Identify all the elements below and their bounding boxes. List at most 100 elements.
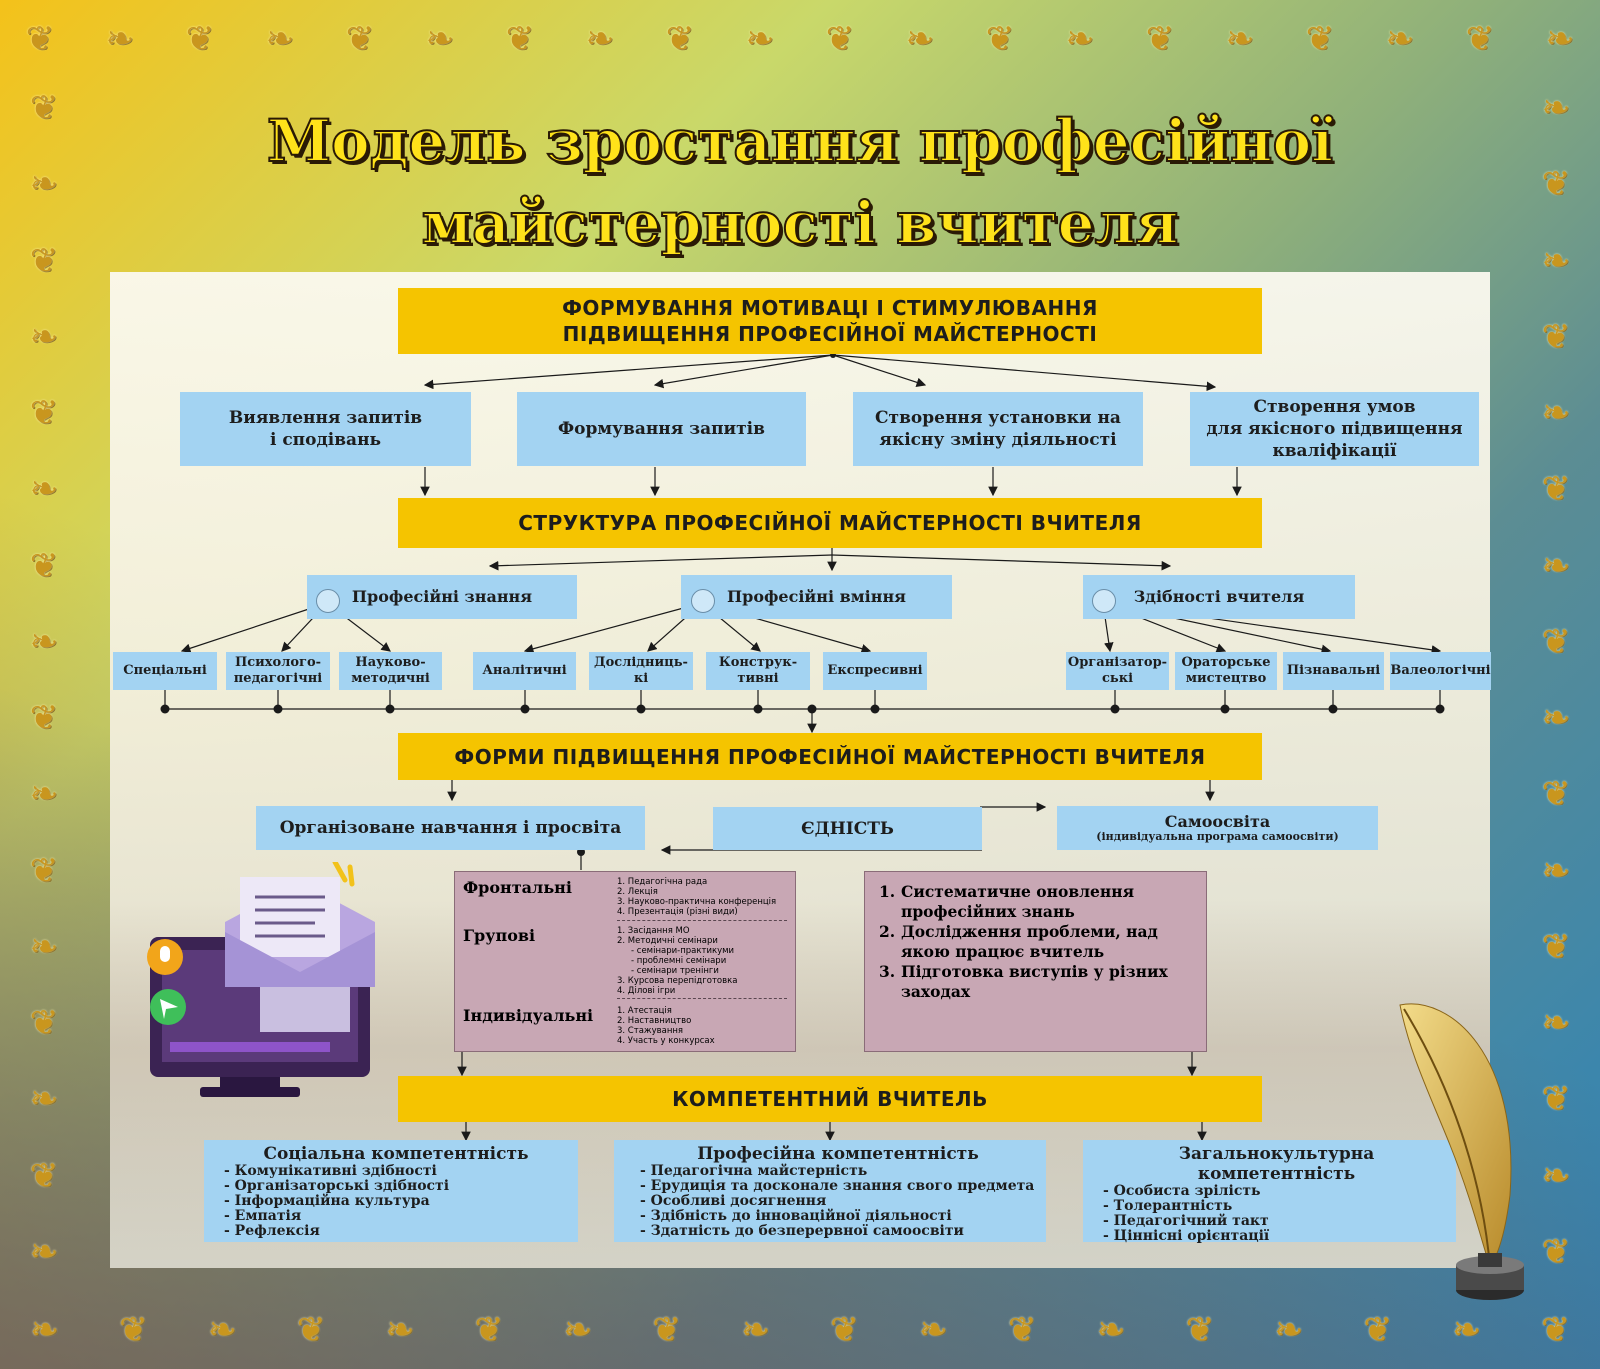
group-item: - семінари тренінги xyxy=(631,966,719,976)
ornament-leaf-icon: ❦ xyxy=(29,850,59,891)
competence-item: - Педагогічна майстерність xyxy=(640,1163,868,1179)
motivation-item: Створення умов для якісного підвищення к… xyxy=(1190,392,1479,466)
ornament-leaf-icon: ❦ xyxy=(985,19,1015,59)
motivation-item-line: для якісного підвищення xyxy=(1206,419,1463,439)
structure-group-label: Здібності вчителя xyxy=(1133,587,1305,606)
competent-teacher-box: КОМПЕТЕНТНИЙ ВЧИТЕЛЬ xyxy=(398,1076,1262,1122)
ornament-leaf-icon: ❧ xyxy=(1065,19,1095,59)
structure-item-line: Експресивні xyxy=(827,663,923,678)
self-list-item: 1. Систематичне оновлення професійних зн… xyxy=(879,882,1192,922)
structure-item: Організатор- ські xyxy=(1066,652,1169,690)
structure-item-line: педагогічні xyxy=(233,671,323,686)
ornament-leaf-icon: ❧ xyxy=(1541,698,1571,739)
group-item: - проблемні семінари xyxy=(631,956,727,966)
structure-item-line: ські xyxy=(1101,671,1134,686)
self-list-line: професійних знань xyxy=(901,902,1075,921)
ornament-leaf-icon: ❦ xyxy=(29,240,59,281)
ornament-border-left: ❦❧❦❧❦❧❦❧❦❧❦❧❦❧❦❧ xyxy=(14,70,74,1290)
structure-item-line: Валеологічні xyxy=(1390,663,1491,678)
page-title: Модель зростання професійної майстерност… xyxy=(180,100,1420,264)
self-list-line: Систематичне оновлення xyxy=(901,882,1135,901)
ornament-leaf-icon: ❦ xyxy=(1145,19,1175,59)
group-item: 1. Засідання МО xyxy=(617,926,690,936)
ornament-leaf-icon: ❧ xyxy=(1541,545,1571,586)
motivation-item-line: якісну зміну діяльності xyxy=(879,430,1117,450)
self-list-line: Дослідження проблеми, над xyxy=(901,922,1158,941)
competence-item: - Рефлексія xyxy=(224,1223,320,1239)
ornament-border-bottom: ❧❦❧❦❧❦❧❦❧❦❧❦❧❦❧❦❧❦ xyxy=(0,1295,1600,1365)
ornament-leaf-icon: ❧ xyxy=(105,19,135,59)
ornament-leaf-icon: ❦ xyxy=(29,1155,59,1196)
ornament-leaf-icon: ❦ xyxy=(1541,621,1571,662)
ornament-leaf-icon: ❧ xyxy=(1385,19,1415,59)
competent-teacher-title: КОМПЕТЕНТНИЙ ВЧИТЕЛЬ xyxy=(672,1087,988,1111)
individual-item: 4. Участь у конкурсах xyxy=(617,1036,715,1046)
structure-title: СТРУКТУРА ПРОФЕСІЙНОЇ МАЙСТЕРНОСТІ ВЧИТЕ… xyxy=(518,511,1142,535)
self-list-num: 2. xyxy=(879,922,896,941)
ornament-leaf-icon: ❦ xyxy=(345,19,375,59)
ornament-leaf-icon: ❧ xyxy=(1541,1003,1571,1044)
motivation-item: Виявлення запитів і сподівань xyxy=(180,392,471,466)
motivation-line-2: ПІДВИЩЕННЯ ПРОФЕСІЙНОЇ МАЙСТЕРНОСТІ xyxy=(562,322,1098,346)
structure-item: Науково- методичні xyxy=(339,652,442,690)
ornament-leaf-icon: ❧ xyxy=(29,774,59,815)
structure-item-line: Організатор- xyxy=(1067,655,1168,670)
competence-item: - Толерантність xyxy=(1103,1198,1233,1214)
ornament-leaf-icon: ❧ xyxy=(29,164,59,205)
individual-item: 1. Атестація xyxy=(617,1006,672,1016)
ornament-leaf-icon: ❦ xyxy=(665,19,695,59)
ornament-leaf-icon: ❦ xyxy=(830,1310,859,1350)
self-list-text: Підготовка виступів у різних заходах xyxy=(901,962,1168,1002)
competence-item: - Емпатія xyxy=(224,1208,302,1224)
self-education-box: Самоосвіта (індивідуальна програма самоо… xyxy=(1057,806,1378,850)
structure-group: Професійні вміння xyxy=(681,575,952,619)
ornament-leaf-icon: ❧ xyxy=(385,1310,415,1350)
organized-learning-box: Організоване навчання і просвіта xyxy=(256,806,645,850)
ornament-leaf-icon: ❦ xyxy=(1305,19,1335,59)
ornament-leaf-icon: ❦ xyxy=(1363,1310,1392,1350)
social-competence-title: Соціальна компетентність xyxy=(263,1144,529,1164)
ornament-leaf-icon: ❦ xyxy=(29,545,59,586)
ornament-leaf-icon: ❦ xyxy=(1541,316,1571,357)
computer-mail-icon xyxy=(147,862,375,1097)
ornament-leaf-icon: ❧ xyxy=(29,1079,59,1120)
self-list-line: Підготовка виступів у різних xyxy=(901,962,1168,981)
ornament-leaf-icon: ❧ xyxy=(741,1310,770,1350)
competence-item: - Інформаційна культура xyxy=(224,1193,430,1209)
competence-item: - Особиста зрілість xyxy=(1103,1183,1261,1199)
structure-item: Конструк- тивні xyxy=(706,652,810,690)
professional-competence-box: Професійна компетентність - Педагогічна … xyxy=(614,1140,1046,1242)
structure-group-label: Професійні вміння xyxy=(727,587,906,606)
ornament-leaf-icon: ❦ xyxy=(1541,774,1571,815)
professional-competence-title: Професійна компетентність xyxy=(697,1144,979,1164)
ornament-leaf-icon: ❦ xyxy=(1541,1079,1571,1120)
ornament-leaf-icon: ❧ xyxy=(905,19,935,59)
professional-competence-list: - Педагогічна майстерність - Ерудиція та… xyxy=(640,1164,1036,1239)
ornament-leaf-icon: ❧ xyxy=(1541,1155,1571,1196)
ornament-leaf-icon: ❦ xyxy=(505,19,535,59)
structure-item: Експресивні xyxy=(823,652,927,690)
frontal-item: 2. Лекція xyxy=(617,887,658,897)
ornament-leaf-icon: ❧ xyxy=(1274,1310,1303,1350)
ornament-leaf-icon: ❧ xyxy=(918,1310,948,1350)
group-items: 1. Засідання МО 2. Методичні семінари - … xyxy=(617,926,793,996)
competence-item: - Комунікативні здібності xyxy=(224,1163,437,1179)
structure-item: Спеціальні xyxy=(113,652,217,690)
organized-forms-list: Фронтальні 1. Педагогічна рада 2. Лекція… xyxy=(454,871,796,1052)
ornament-leaf-icon: ❧ xyxy=(29,469,59,510)
structure-item: Валеологічні xyxy=(1390,652,1491,690)
structure-item-line: Дослідниць- xyxy=(594,655,688,670)
ornament-leaf-icon: ❦ xyxy=(29,698,59,739)
ornament-leaf-icon: ❦ xyxy=(296,1310,326,1350)
ornament-leaf-icon: ❦ xyxy=(1465,19,1495,59)
self-education-list: 1. Систематичне оновлення професійних зн… xyxy=(864,871,1207,1052)
competence-item: - Здібність до інноваційної діяльності xyxy=(640,1208,952,1224)
self-list-line: якою працює вчитель xyxy=(901,942,1105,961)
node-circle xyxy=(1092,589,1116,613)
node-circle xyxy=(691,589,715,613)
forms-title: ФОРМИ ПІДВИЩЕННЯ ПРОФЕСІЙНОЇ МАЙСТЕРНОСТ… xyxy=(454,744,1206,769)
competence-item: - Здатність до безперервної самоосвіти xyxy=(640,1223,964,1239)
competence-item: - Ціннісні орієнтації xyxy=(1103,1228,1270,1244)
competence-item: - Ерудиція та досконале знання свого пре… xyxy=(640,1178,1035,1194)
